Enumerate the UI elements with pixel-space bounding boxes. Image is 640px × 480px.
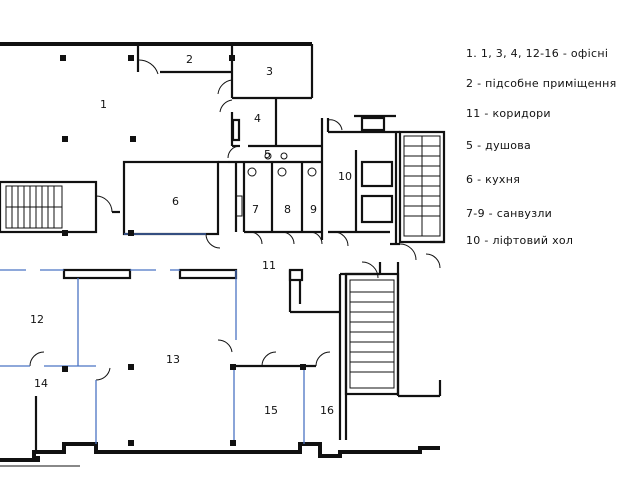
- columns: [34, 55, 306, 462]
- room-label-4: 4: [254, 112, 261, 125]
- legend-item-shower: 5 - душова: [466, 139, 531, 152]
- room-label-11: 11: [262, 259, 276, 272]
- room-label-10: 10: [338, 170, 352, 183]
- room-label-7: 7: [252, 203, 259, 216]
- room-label-9: 9: [310, 203, 317, 216]
- room-label-3: 3: [266, 65, 273, 78]
- room-labels: 1 2 3 4 5 6 7 8 9 10 11 12 13 14 15 16: [30, 53, 352, 417]
- room-label-2: 2: [186, 53, 193, 66]
- room-label-15: 15: [264, 404, 278, 417]
- fixtures: [235, 152, 317, 217]
- room-label-12: 12: [30, 313, 44, 326]
- room-label-6: 6: [172, 195, 179, 208]
- legend-item-offices: 1. 1, 3, 4, 12-16 - офісні: [466, 47, 608, 60]
- room-label-5: 5: [264, 148, 271, 161]
- stair-left: [5, 185, 63, 229]
- legend-item-kitchen: 6 - кухня: [466, 173, 520, 186]
- room-label-14: 14: [34, 377, 48, 390]
- partitions: [0, 233, 305, 444]
- room-label-16: 16: [320, 404, 334, 417]
- room-label-13: 13: [166, 353, 180, 366]
- room-label-8: 8: [284, 203, 291, 216]
- legend-item-utility: 2 - підсобне приміщення: [466, 77, 617, 90]
- stair-top-right: [403, 135, 441, 237]
- legend-item-restrooms: 7-9 - санвузли: [466, 207, 552, 220]
- legend-item-corridors: 11 - коридори: [466, 107, 551, 120]
- legend: 1. 1, 3, 4, 12-16 - офісні 2 - підсобне …: [466, 47, 617, 247]
- room-label-1: 1: [100, 98, 107, 111]
- stair-lower: [349, 279, 395, 389]
- legend-item-elevator-hall: 10 - ліфтовий хол: [466, 234, 573, 247]
- walls: [0, 42, 446, 467]
